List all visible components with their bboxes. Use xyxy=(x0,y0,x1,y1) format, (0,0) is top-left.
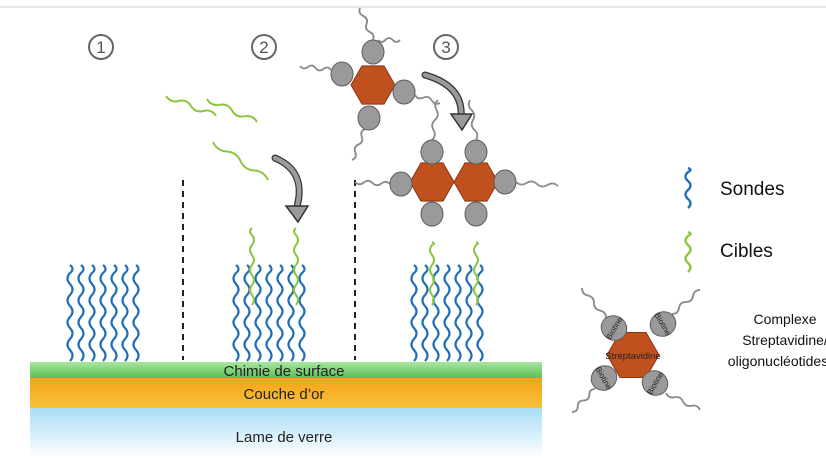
bound-target-strand xyxy=(249,227,255,306)
probe-strand xyxy=(265,264,273,362)
step-2-badge: 2 xyxy=(251,34,277,60)
step-3-number: 3 xyxy=(441,38,450,57)
streptavidine-label: Streptavidine xyxy=(605,351,660,362)
biotin-bead xyxy=(330,61,354,87)
probe-strand xyxy=(232,264,240,362)
oligo-tail xyxy=(354,179,391,187)
probe-strand xyxy=(132,264,140,362)
probe-strand xyxy=(298,264,306,362)
free-target-strand xyxy=(212,141,269,181)
probe-strand xyxy=(276,264,284,362)
gold-layer-label: Couche d’or xyxy=(244,386,325,403)
probe-strand xyxy=(121,264,129,362)
arrow-3 xyxy=(422,72,464,121)
biotin-bead xyxy=(420,201,444,227)
glass-slide-layer xyxy=(30,408,542,458)
biotin-bead xyxy=(641,370,669,396)
step-3-badge: 3 xyxy=(433,34,459,60)
legend-complex-line3: oligonucléotides xyxy=(728,353,826,369)
probe-strand xyxy=(410,264,418,362)
legend-probes-label: Sondes xyxy=(720,179,784,200)
gold-layer xyxy=(30,378,542,408)
biotin-bead xyxy=(357,105,381,131)
streptavidin-core xyxy=(453,162,499,202)
biotin-bead xyxy=(389,171,413,197)
probe-strand xyxy=(99,264,107,362)
oligo-tail xyxy=(665,392,701,411)
streptavidin-core xyxy=(350,65,396,105)
probe-strand xyxy=(254,264,262,362)
streptavidin-core xyxy=(409,162,455,202)
oligo-tail xyxy=(431,99,439,141)
arrow-2 xyxy=(272,155,302,213)
oligo-tail xyxy=(581,287,607,319)
probe-strands xyxy=(66,166,692,362)
bound-complex-right xyxy=(453,99,559,227)
biotin-bead xyxy=(590,365,618,391)
biotin-bead xyxy=(493,169,517,195)
free-target-strand xyxy=(165,95,217,117)
legend-target-icon xyxy=(684,230,692,273)
free-target-strand xyxy=(206,98,258,123)
bound-target-strand xyxy=(473,241,479,306)
oligo-tail xyxy=(467,99,479,141)
oligo-tail xyxy=(671,289,701,315)
arrow-3-head xyxy=(449,113,474,132)
oligo-tail xyxy=(351,128,366,161)
step-1-number: 1 xyxy=(96,38,105,57)
legend-complex-line1: Complexe xyxy=(753,311,816,327)
legend-targets-label: Cibles xyxy=(720,241,773,262)
biotin-bead xyxy=(649,311,677,337)
probe-strand xyxy=(454,264,462,362)
probe-strand xyxy=(88,264,96,362)
legend-complex-line2: Streptavidine/ xyxy=(742,332,826,348)
arrow-2-head xyxy=(284,205,310,224)
biotin-bead xyxy=(600,315,628,341)
probe-strand xyxy=(287,264,295,362)
biotin-bead xyxy=(464,201,488,227)
probe-strand xyxy=(465,264,473,362)
probe-strand xyxy=(66,264,74,362)
biotin-bead xyxy=(464,139,488,165)
probe-strand xyxy=(243,264,251,362)
glass-slide-label: Lame de verre xyxy=(236,429,333,446)
step-2-number: 2 xyxy=(259,38,268,57)
surface-chemistry-layer xyxy=(30,362,542,378)
oligo-tail xyxy=(358,7,375,41)
probe-strand xyxy=(421,264,429,362)
biotin-bead xyxy=(420,139,444,165)
biotin-bead xyxy=(361,39,385,65)
probe-strand xyxy=(443,264,451,362)
probe-strand xyxy=(77,264,85,362)
target-strands xyxy=(165,95,692,306)
floating-complex xyxy=(299,7,441,161)
bound-target-strand xyxy=(293,227,299,306)
bound-complex-left xyxy=(354,99,455,227)
legend-probe-icon xyxy=(684,166,692,209)
biotin-bead xyxy=(392,79,416,105)
oligo-tail xyxy=(299,64,332,72)
oligo-tail xyxy=(571,388,596,413)
bound-target-strand xyxy=(429,241,435,306)
oligo-tail xyxy=(377,37,401,43)
probe-strand xyxy=(110,264,118,362)
surface-chemistry-label: Chimie de surface xyxy=(224,363,345,380)
oligo-tail xyxy=(515,180,559,188)
step-1-badge: 1 xyxy=(88,34,114,60)
